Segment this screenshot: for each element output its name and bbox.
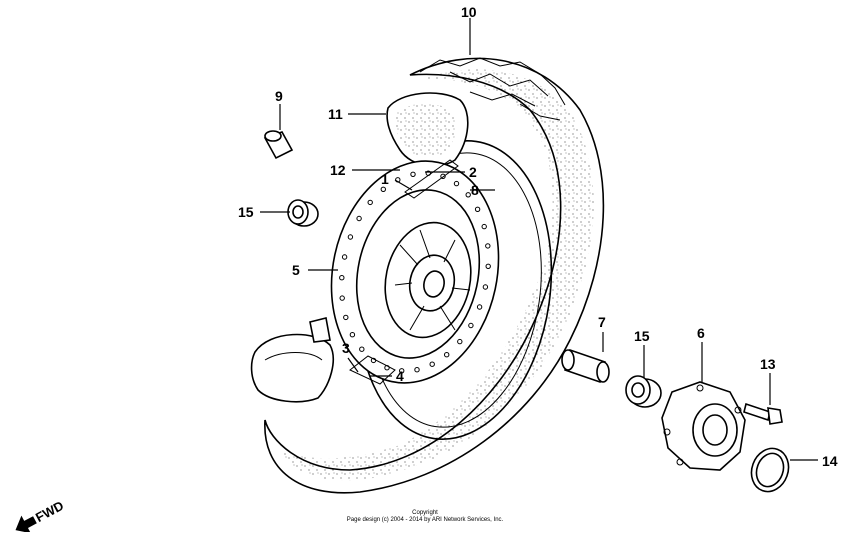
bolt-part [743, 402, 783, 425]
rim-band-part [250, 317, 334, 403]
callout-15-left: 15 [238, 204, 254, 220]
rim-hole [399, 368, 405, 374]
rim-hole [339, 295, 345, 301]
callout-12: 12 [330, 162, 346, 178]
callout-3: 3 [342, 340, 350, 356]
tube-part [386, 92, 469, 167]
rim-hole [347, 234, 354, 240]
rim-hole [410, 171, 416, 178]
rim-hole [485, 243, 491, 249]
rim-hole [482, 284, 489, 290]
callout-9: 9 [275, 88, 283, 104]
fwd-label: FWD [33, 498, 66, 525]
rim-hole [359, 346, 365, 352]
bearing-right-part [625, 375, 662, 408]
rim-hole [468, 322, 474, 329]
callout-10: 10 [461, 4, 477, 20]
callout-6: 6 [697, 325, 705, 341]
rim-hole [349, 332, 356, 338]
collar-part [561, 348, 610, 384]
copyright-line-1: Copyright [412, 510, 438, 516]
driven-flange-part [661, 381, 746, 471]
callout-2: 2 [469, 164, 477, 180]
rim-hole [474, 206, 481, 213]
fwd-arrow-icon: FWD [15, 498, 66, 532]
rim-hole [476, 304, 483, 310]
callout-5: 5 [292, 262, 300, 278]
rim-hole [465, 192, 471, 198]
callout-7: 7 [598, 314, 606, 330]
callout-14: 14 [822, 453, 838, 469]
valve-cap-part [263, 130, 294, 160]
callout-8: 8 [471, 182, 479, 198]
wheel-rim-part [330, 160, 500, 384]
copyright-line-2: Page design (c) 2004 - 2014 by ARI Netwo… [346, 517, 504, 523]
callout-labels: 10 11 9 12 1 2 8 15 5 3 4 7 15 6 13 14 [238, 4, 838, 469]
rim-hole [339, 275, 345, 281]
rim-hole [453, 180, 460, 187]
rim-hole [343, 314, 349, 321]
callout-4: 4 [396, 368, 404, 384]
rim-hole [481, 223, 487, 230]
rim-hole [356, 215, 362, 222]
bearing-left-part [287, 199, 319, 227]
leader-lines [260, 18, 818, 461]
callout-1: 1 [381, 171, 389, 187]
rim-holes [339, 170, 491, 374]
callout-15-right: 15 [634, 328, 650, 344]
callout-11: 11 [328, 106, 343, 122]
rim-hole [341, 254, 348, 260]
o-ring-part [750, 447, 790, 493]
rim-hole [429, 361, 435, 367]
rim-hole [444, 352, 450, 358]
rim-hole [380, 186, 386, 193]
callout-13: 13 [760, 356, 776, 372]
rim-hole [367, 199, 373, 206]
rim-hole [485, 263, 491, 269]
rim-hole [414, 367, 420, 373]
valve-stems-part [349, 159, 459, 385]
rim-hole [457, 338, 463, 345]
